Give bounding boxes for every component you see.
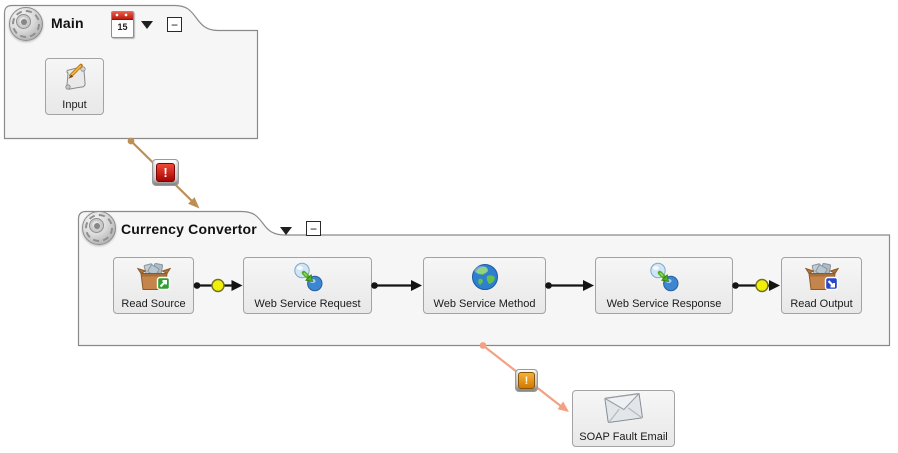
calendar-band [112,12,133,20]
scroll-pen-icon [60,63,90,98]
error-exclamation-icon: ! [156,163,175,182]
spheres-transfer-icon [293,262,323,297]
node-label: Web Service Response [606,298,722,310]
open-box-export-icon [136,262,171,297]
error-badge[interactable]: ! [152,159,179,186]
globe-icon [470,262,500,297]
node-web-service-method[interactable]: Web Service Method [423,257,546,314]
node-label: Web Service Method [433,298,536,310]
node-label: Read Output [790,298,853,310]
envelope-icon [603,393,644,429]
node-label: Web Service Request [254,298,361,310]
calendar-schedule-icon: 15 [111,11,134,38]
main-dropdown-arrow-icon[interactable] [141,21,153,29]
spheres-transfer-icon [649,262,679,297]
container-currency-convertor-title: Currency Convertor [121,221,257,237]
currency-collapse-glyph: − [309,221,317,236]
gear-icon [9,7,43,41]
node-label: Read Source [121,298,186,310]
calendar-day: 15 [117,22,128,32]
node-web-service-response[interactable]: Web Service Response [595,257,733,314]
currency-dropdown-arrow-icon[interactable] [280,227,292,235]
gear-hole [94,223,100,229]
main-collapse-glyph: − [170,17,178,32]
warning-badge[interactable]: ! [515,369,538,392]
node-soap-fault-email[interactable]: SOAP Fault Email [572,390,675,447]
open-box-import-icon [804,262,839,297]
node-label: SOAP Fault Email [579,431,668,443]
node-web-service-request[interactable]: Web Service Request [243,257,372,314]
gear-icon [82,211,116,245]
warning-exclamation-icon: ! [518,372,535,389]
node-read-source[interactable]: Read Source [113,257,194,314]
currency-collapse-button[interactable]: − [306,221,321,236]
container-main-title: Main [51,15,84,31]
main-collapse-button[interactable]: − [167,17,182,32]
node-read-output[interactable]: Read Output [781,257,862,314]
warning-glyph: ! [524,374,529,387]
error-glyph: ! [163,165,168,180]
gear-hole [21,19,27,25]
node-input[interactable]: Input [45,58,104,115]
node-label: Input [62,99,87,111]
